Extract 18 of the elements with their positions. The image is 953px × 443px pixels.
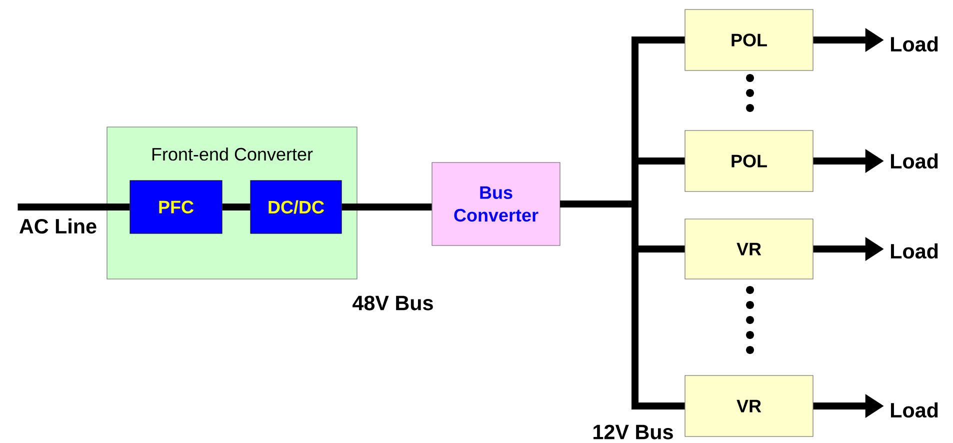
block-box: DC/DC	[250, 180, 342, 234]
load-label: Load	[891, 153, 938, 169]
regulator-box: POL	[684, 130, 814, 192]
bus-line	[18, 204, 130, 210]
regulator-box: POL	[684, 9, 814, 71]
regulator-box: VR	[684, 375, 814, 437]
regulator-box: VR	[684, 218, 814, 280]
bus-line	[222, 204, 250, 210]
bus-label: 48V Bus	[352, 296, 433, 310]
load-label: Load	[891, 36, 938, 52]
bus-line	[342, 204, 432, 210]
load-label: Load	[891, 243, 938, 259]
bus-label: 12V Bus	[590, 423, 676, 441]
load-label: Load	[891, 402, 938, 418]
converter-box: Bus Converter	[432, 162, 560, 246]
bus-label: AC Line	[19, 218, 96, 234]
bus-line	[560, 200, 685, 410]
block-box: PFC	[130, 180, 222, 234]
